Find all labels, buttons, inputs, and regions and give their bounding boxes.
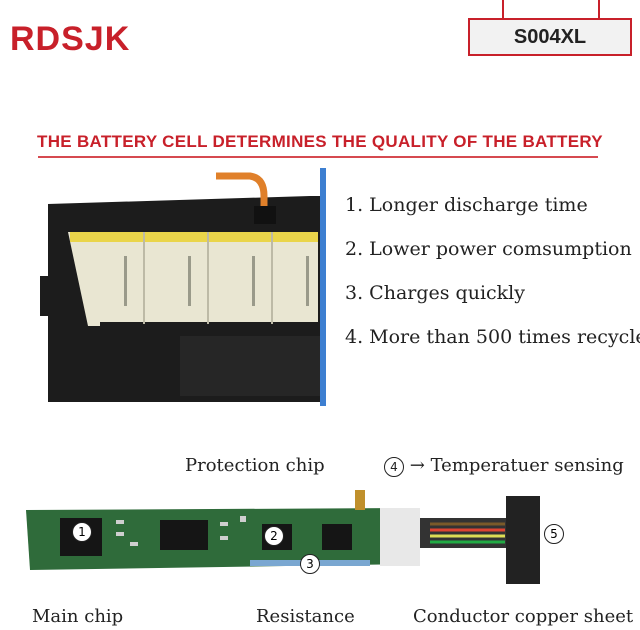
feature-list: 1. Longer discharge time 2. Lower power … (345, 190, 640, 366)
callout-temperature-label: Temperatuer sensing (430, 455, 624, 476)
callout-number: 3 (300, 554, 320, 574)
logo-wordmark: RDSJK (10, 20, 131, 58)
callout-number: 5 (544, 524, 564, 544)
callout-resistance: Resistance (256, 606, 355, 627)
model-number: S004XL (513, 25, 587, 48)
brand-logo: RDSJK (10, 20, 170, 80)
model-box-line-right (598, 0, 600, 18)
callout-protection-chip: Protection chip (185, 455, 325, 476)
feature-item: 3. Charges quickly (345, 282, 525, 304)
callout-number: 4 (384, 457, 404, 477)
logo-text: RDSJK (10, 20, 130, 58)
callout-number: 1 (72, 522, 92, 542)
arrow-right-icon: → (409, 455, 425, 476)
feature-item: 4. More than 500 times recycle (345, 326, 640, 348)
headline: THE BATTERY CELL DETERMINES THE QUALITY … (37, 132, 603, 151)
feature-item: 1. Longer discharge time (345, 194, 588, 216)
callout-conductor: Conductor copper sheet (413, 606, 634, 627)
model-badge: S004XL (468, 18, 632, 56)
feature-item: 2. Lower power comsumption (345, 238, 632, 260)
headline-underline (38, 156, 598, 158)
callout-main-chip: Main chip (32, 606, 124, 627)
model-box-line-left (502, 0, 504, 18)
battery-pack-image (40, 168, 326, 406)
callout-number: 2 (264, 526, 284, 546)
protection-board-image (26, 490, 540, 584)
callout-temperature: 4 → Temperatuer sensing (384, 455, 624, 477)
